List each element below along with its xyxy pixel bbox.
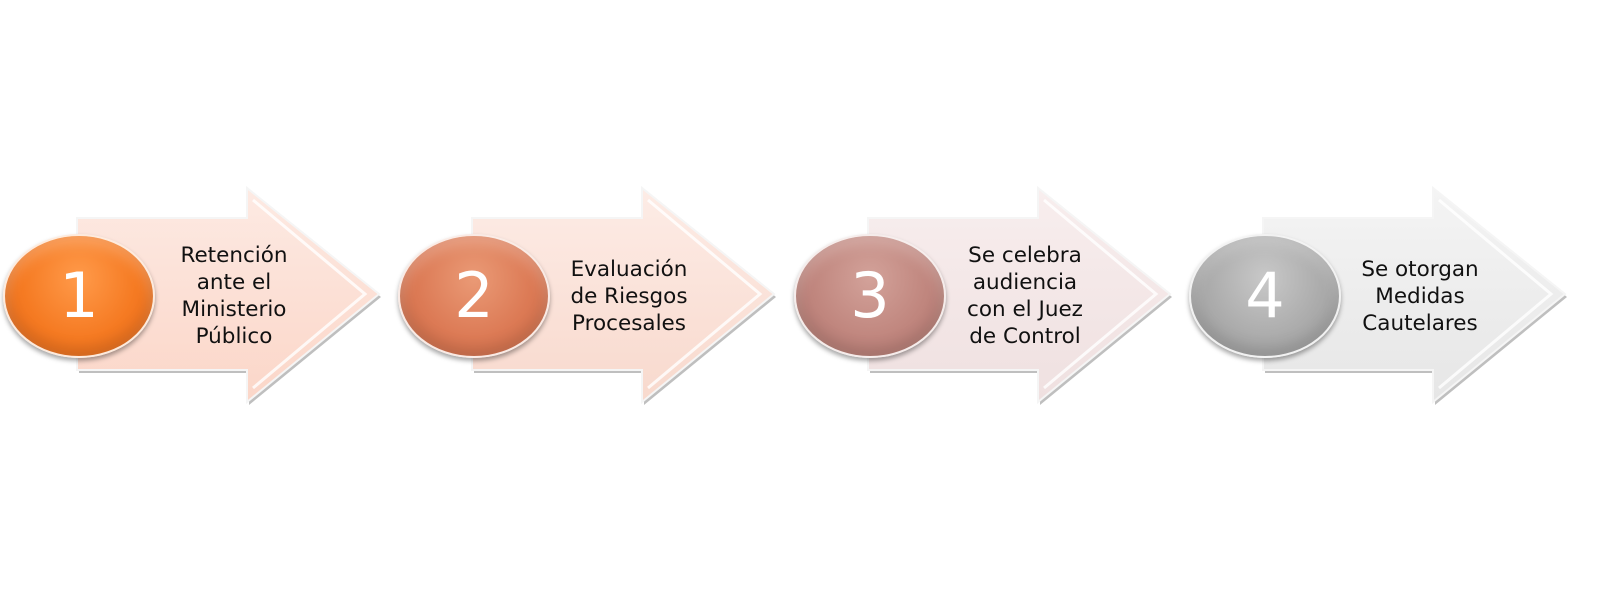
step-2-label: Evaluación de Riesgos Procesales <box>570 256 688 336</box>
step-2-arrow-shape <box>471 185 776 405</box>
step-4-arrow-shape <box>1262 185 1567 405</box>
step-2-number-circle: 2 <box>398 234 550 358</box>
step-4-number: 4 <box>1245 259 1285 332</box>
step-3-number: 3 <box>850 259 890 332</box>
step-1-number-circle: 1 <box>3 234 155 358</box>
step-1-arrow-shape <box>76 185 381 405</box>
step-1-label: Retención ante el Ministerio Público <box>180 243 288 349</box>
step-3-number-circle: 3 <box>794 234 946 358</box>
process-step-1: 1 Retención ante el Ministerio Público <box>3 185 393 406</box>
step-4-number-circle: 4 <box>1189 234 1341 358</box>
step-1-number: 1 <box>59 259 99 332</box>
step-4-label: Se otorgan Medidas Cautelares <box>1361 256 1479 336</box>
process-step-3: 3 Se celebra audiencia con el Juez de Co… <box>794 185 1184 406</box>
step-3-label: Se celebra audiencia con el Juez de Cont… <box>967 243 1083 349</box>
process-step-2: 2 Evaluación de Riesgos Procesales <box>398 185 788 406</box>
process-step-4: 4 Se otorgan Medidas Cautelares <box>1189 185 1579 406</box>
step-3-arrow-shape <box>867 185 1172 405</box>
step-2-number: 2 <box>454 259 494 332</box>
